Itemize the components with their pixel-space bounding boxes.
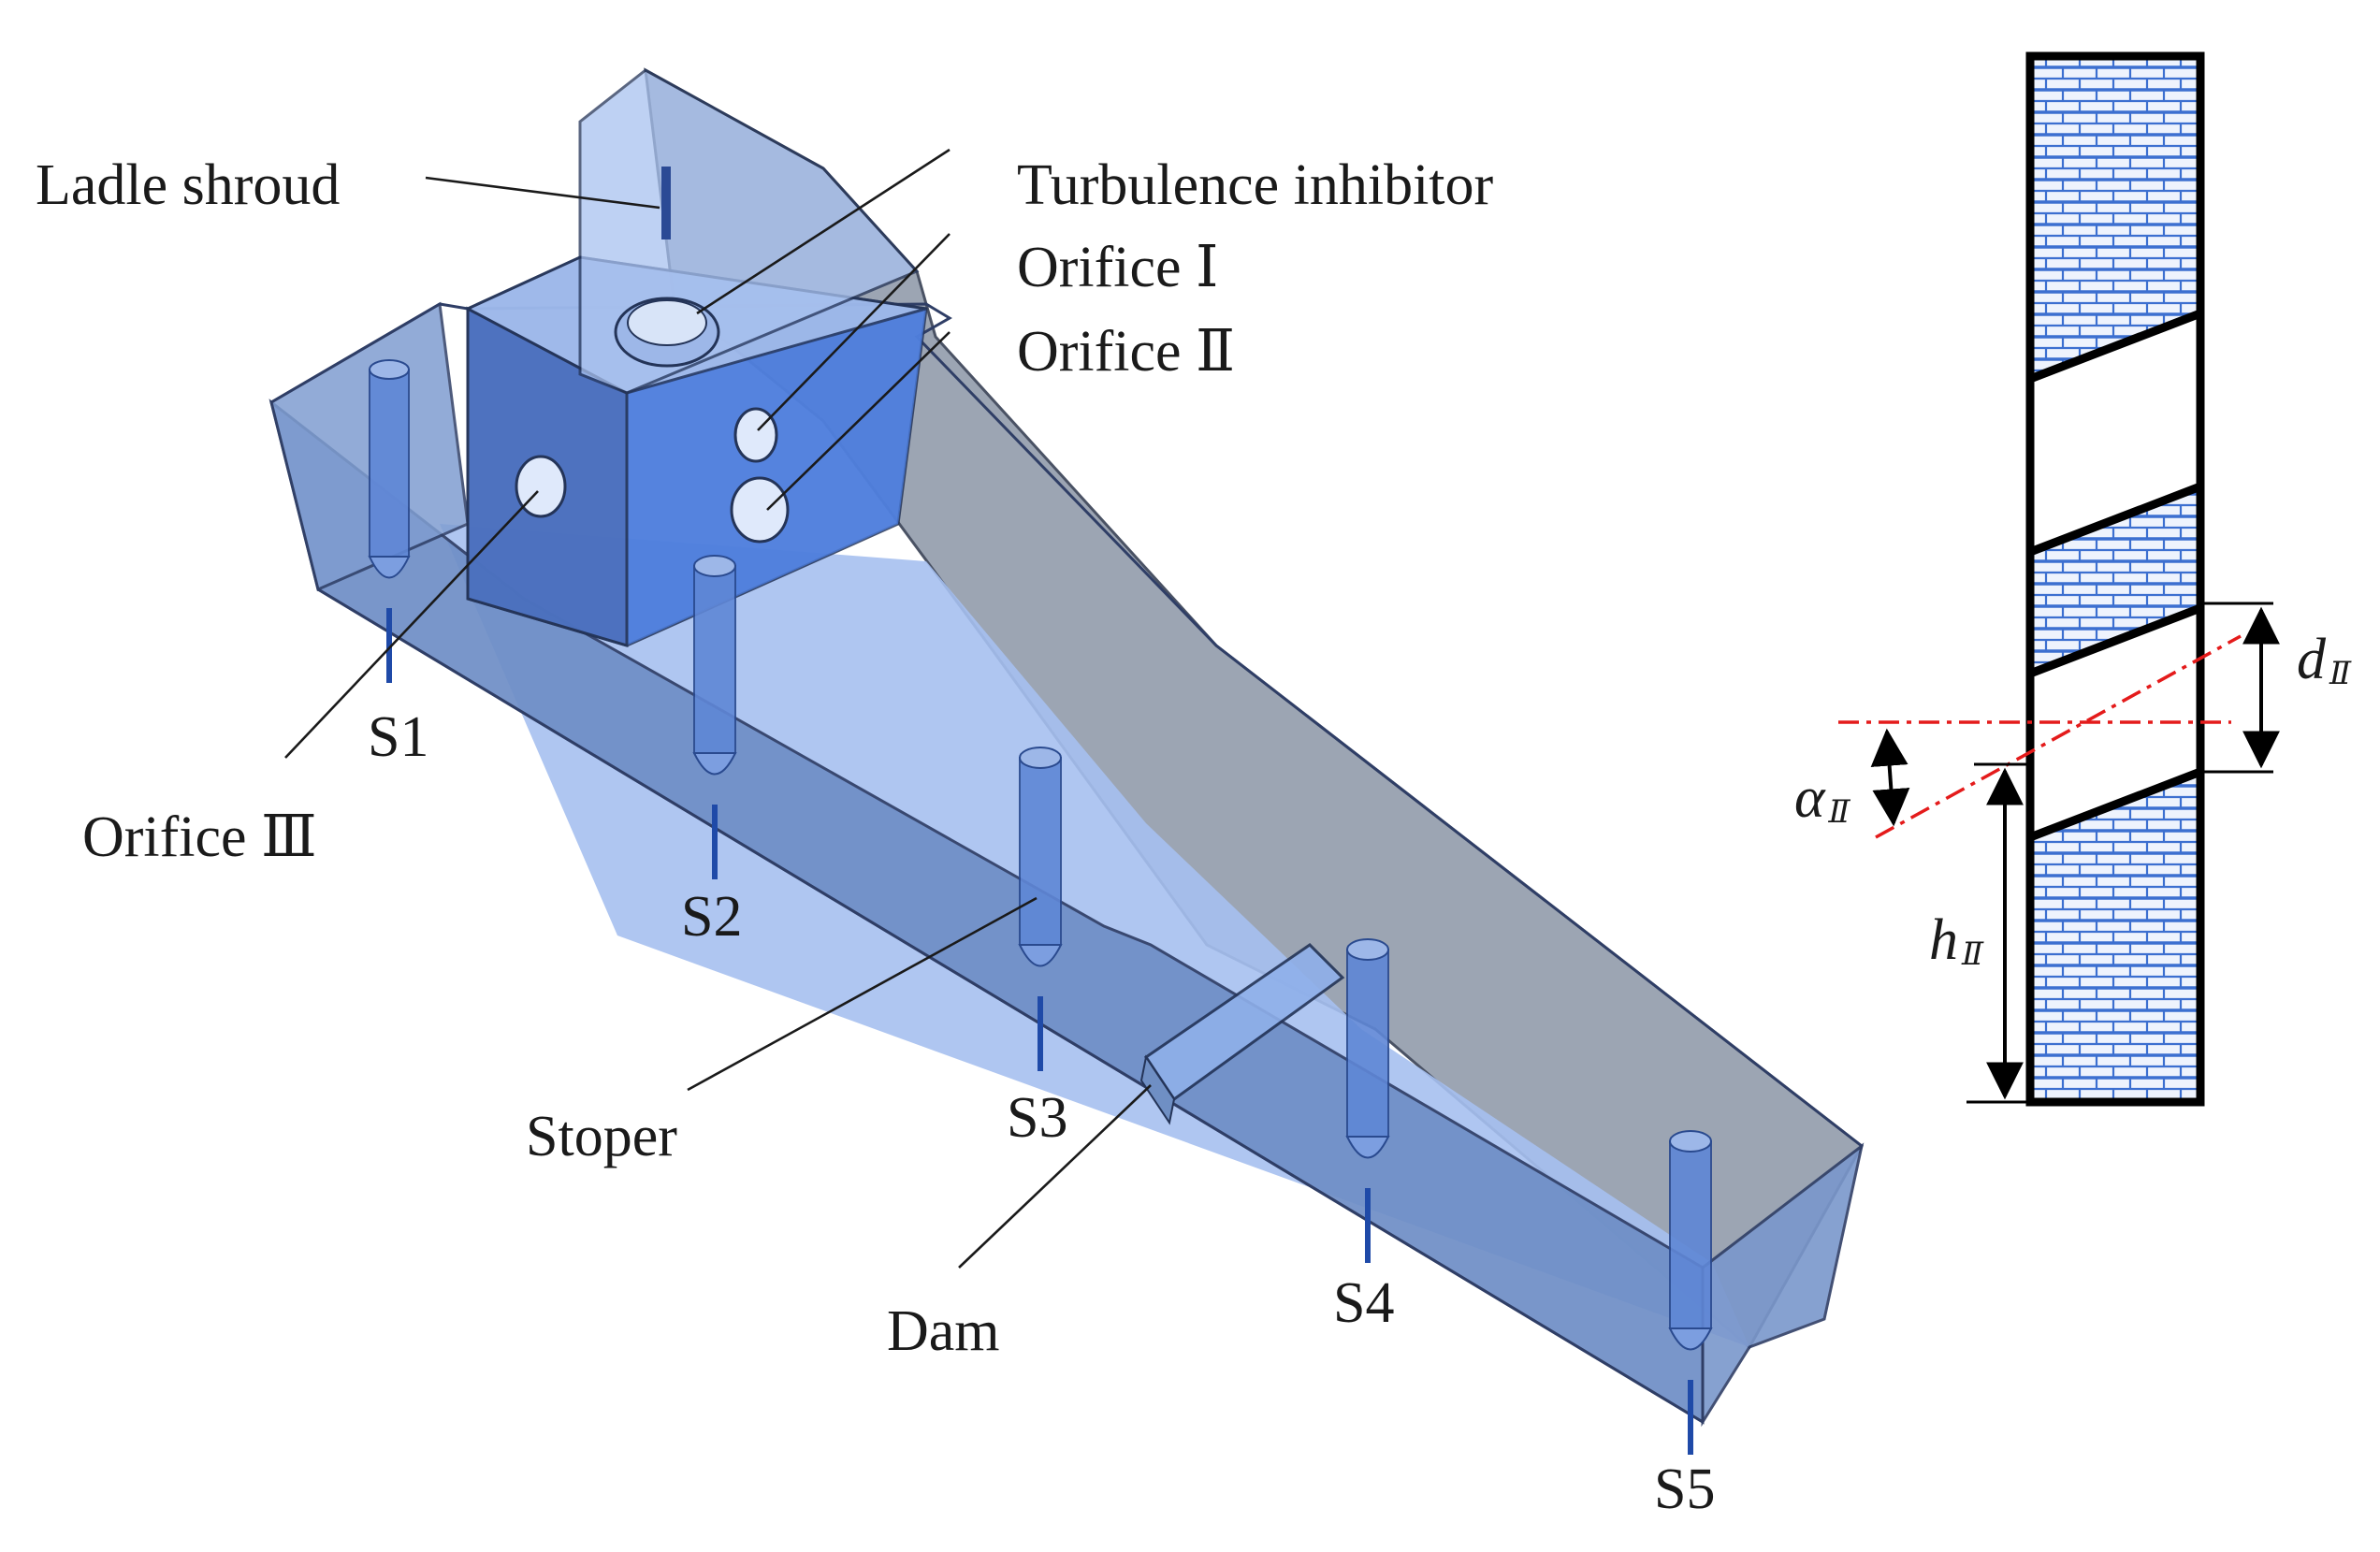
leader-lines [284,148,1152,1269]
label-s1: S1 [368,705,428,769]
stopper-s1 [368,359,411,683]
orifice-2 [730,476,790,544]
label-s4: S4 [1333,1271,1394,1335]
label-s2: S2 [681,885,742,949]
stopper-s2 [692,555,737,879]
labels: Ladle shroud Turbulence inhibitor Orific… [36,153,1715,1521]
label-orifice-3: Orifice Ⅲ [82,805,317,869]
tundish-rim [270,302,1863,1148]
ladle-shroud [661,167,671,239]
label-orifice-2: Orifice Ⅱ [1017,320,1235,384]
label-stoper: Stoper [526,1105,677,1168]
label-orifice-1: Orifice Ⅰ [1017,236,1219,299]
label-dam: Dam [887,1299,1000,1363]
inclined-centerline [1875,634,2242,839]
orifice-channel-lower [2030,608,2200,837]
orifice-channel-upper [2030,313,2200,552]
stopper-s4 [1345,938,1390,1263]
label-turbulence-inhibitor: Turbulence inhibitor [1017,153,1494,217]
label-s5: S5 [1654,1458,1715,1521]
tundish-model [268,67,1865,1455]
stopper-s5 [1668,1130,1713,1455]
alpha-arrow [1870,728,1910,827]
stopper-s3 [1018,747,1063,1071]
brick-wall [2030,56,2200,1102]
label-s3: S3 [1007,1086,1067,1150]
label-ladle-shroud: Ladle shroud [36,153,340,217]
